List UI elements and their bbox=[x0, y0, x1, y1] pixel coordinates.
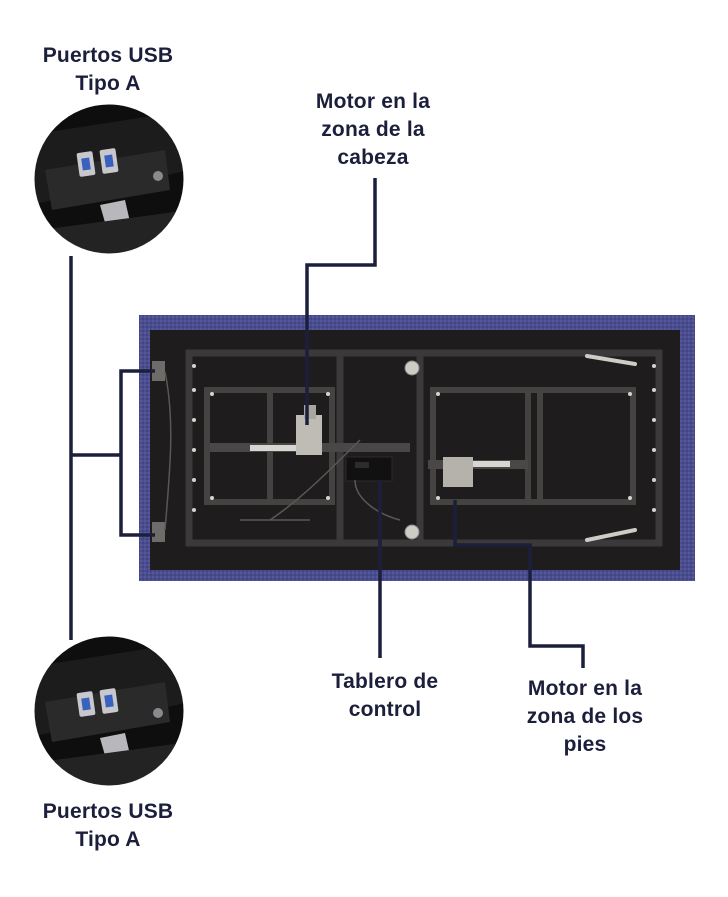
usb-ports-bottom-label: Puertos USB Tipo A bbox=[18, 798, 198, 854]
foot-motor-line1: Motor en la bbox=[527, 677, 643, 700]
head-motor-line1: Motor en la bbox=[315, 90, 431, 113]
usb-ports-top-label: Puertos USB Tipo A bbox=[18, 42, 198, 98]
foot-subframe bbox=[430, 387, 636, 505]
usb-bracket bbox=[119, 369, 155, 537]
control-line1: Tablero de bbox=[331, 670, 439, 693]
usb-top-line1: Puertos USB bbox=[42, 44, 174, 67]
usb-box-top bbox=[152, 361, 165, 381]
head-motor bbox=[210, 405, 410, 455]
foot-motor-line2: zona de los bbox=[526, 705, 644, 728]
foot-motor bbox=[428, 457, 528, 487]
foot-motor-line3: pies bbox=[563, 733, 607, 756]
control-box bbox=[345, 456, 393, 482]
foot-motor-label: Motor en la zona de los pies bbox=[500, 675, 670, 759]
usb-bottom-line1: Puertos USB bbox=[42, 800, 174, 823]
usb-top-line2: Tipo A bbox=[75, 72, 141, 95]
foot-motor-leader bbox=[453, 500, 585, 668]
head-motor-line2: zona de la bbox=[321, 118, 425, 141]
steel-frame-outer bbox=[185, 349, 663, 547]
usb-port-closeup-top bbox=[34, 104, 184, 254]
control-line2: control bbox=[348, 698, 422, 721]
head-motor-label: Motor en la zona de la cabeza bbox=[283, 88, 463, 172]
usb-port-closeup-bottom bbox=[34, 636, 184, 786]
usb-bottom-line2: Tipo A bbox=[75, 828, 141, 851]
head-motor-line3: cabeza bbox=[337, 146, 409, 169]
control-board-label: Tablero de control bbox=[300, 668, 470, 724]
bed-base-photo bbox=[139, 315, 695, 581]
head-motor-leader bbox=[305, 178, 377, 425]
leader-lines bbox=[69, 178, 585, 668]
usb-box-bottom bbox=[152, 522, 165, 542]
